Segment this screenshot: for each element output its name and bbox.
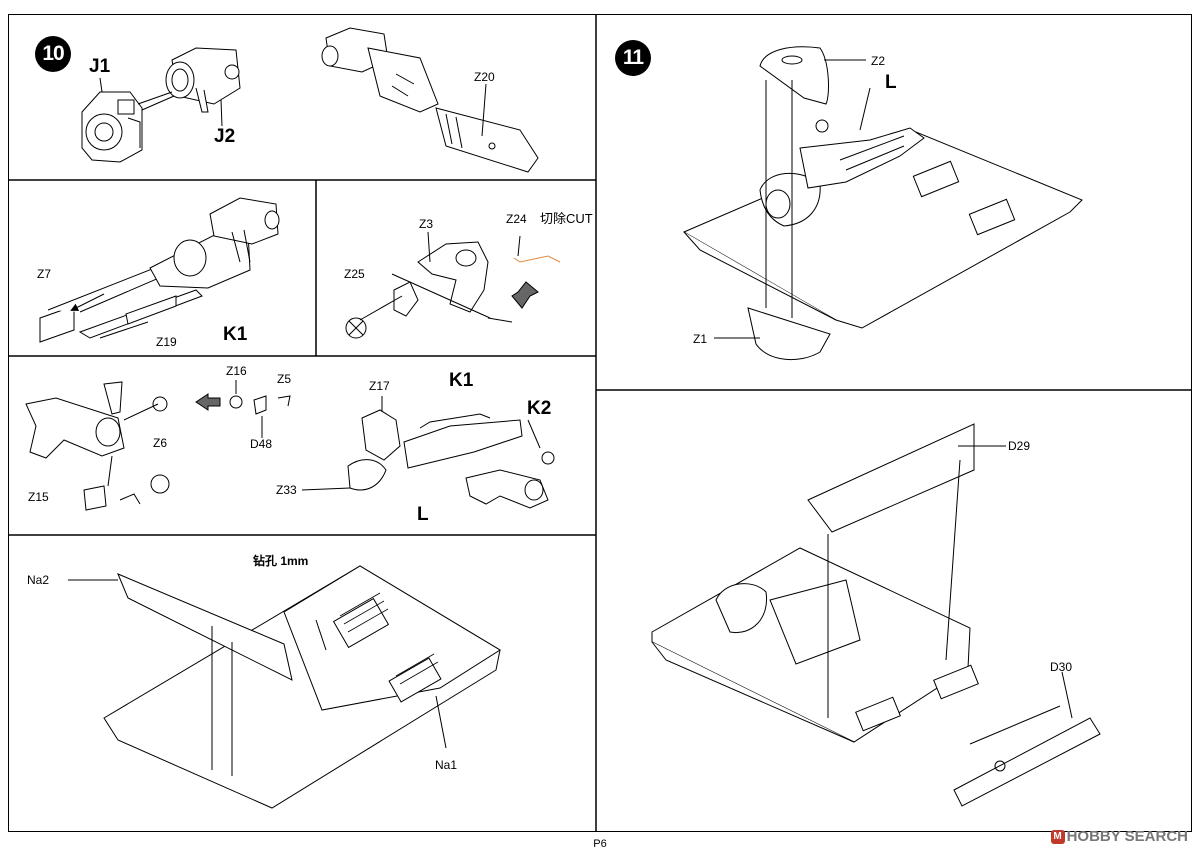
part-label-z24: Z24 (506, 212, 527, 226)
part-label-z15: Z15 (28, 490, 49, 504)
part-label-d29: D29 (1008, 439, 1031, 453)
part-label-d48: D48 (250, 437, 273, 451)
part-label-z7: Z7 (37, 267, 52, 281)
step-10-panel: 10 (8, 14, 596, 180)
part-label-d30: D30 (1050, 660, 1073, 674)
part-label-z3: Z3 (419, 217, 434, 231)
part-label-z2: Z2 (871, 54, 886, 68)
part-label-z17: Z17 (369, 379, 390, 393)
part-label-z1: Z1 (693, 332, 708, 346)
watermark-text: HOBBY SEARCH (1066, 828, 1188, 845)
part-label-z5: Z5 (277, 372, 292, 386)
part-label-z20: Z20 (474, 70, 495, 84)
part-label-z25: Z25 (344, 267, 365, 281)
part-label-na2: Na2 (27, 573, 50, 587)
cut-note: 切除CUT (540, 211, 593, 226)
page-number: P6 (593, 838, 607, 850)
page-frame (8, 14, 1192, 832)
part-label-k1-panel-b: K1 (223, 324, 248, 345)
part-label-l-panel-d: L (417, 504, 429, 525)
watermark-logo-icon: M (1050, 830, 1065, 844)
step-number-10: 10 (35, 36, 71, 72)
part-label-z19: Z19 (156, 335, 177, 349)
step-number-11: 11 (615, 40, 651, 76)
part-label-j1: J1 (89, 56, 111, 77)
part-label-na1: Na1 (435, 758, 458, 772)
part-label-l-panel-f: L (885, 72, 897, 93)
drill-note: 钻孔 1mm (253, 554, 309, 568)
part-label-k2: K2 (527, 398, 552, 419)
part-label-j2: J2 (214, 126, 236, 147)
part-label-z6: Z6 (153, 436, 168, 450)
part-label-k1-panel-d: K1 (449, 370, 474, 391)
part-label-z33: Z33 (276, 483, 297, 497)
part-label-z16: Z16 (226, 364, 247, 378)
